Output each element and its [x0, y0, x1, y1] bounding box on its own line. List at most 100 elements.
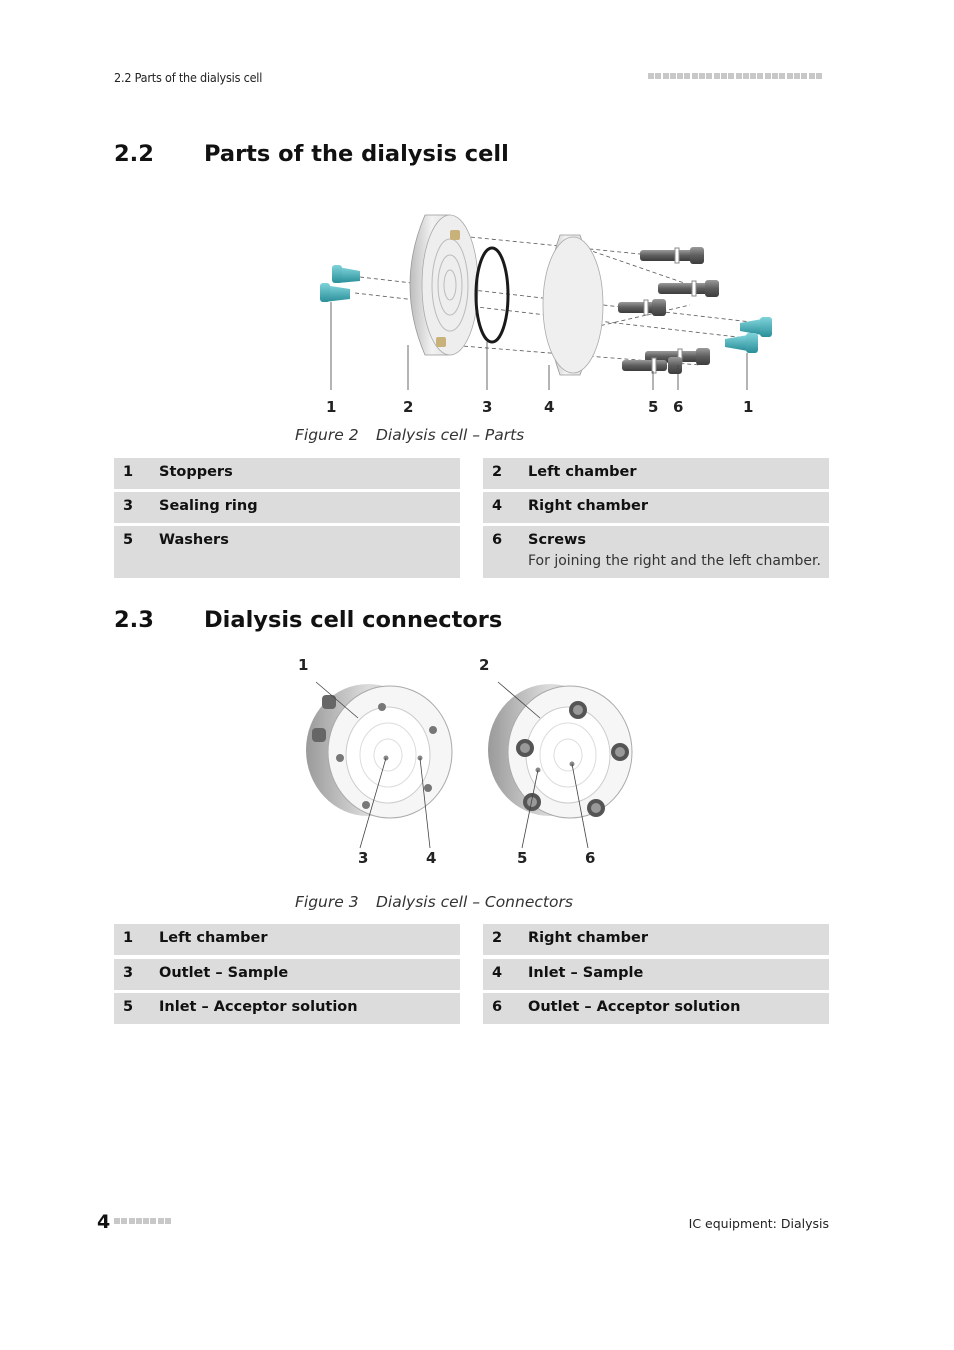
decoration-square: [648, 73, 654, 79]
legend-number: 4: [492, 498, 503, 514]
legend-label: Screws: [528, 532, 587, 548]
legend-number: 3: [123, 498, 134, 514]
decoration-square: [157, 1218, 164, 1224]
legend-row: 3 Sealing ring: [114, 492, 460, 523]
legend-row: 3 Outlet – Sample: [114, 959, 460, 990]
legend-label: Outlet – Sample: [159, 965, 289, 981]
legend-label: Right chamber: [528, 498, 648, 514]
callout-2-right-chamber: 2: [479, 656, 490, 674]
dialysis-cell-parts-illustration: [320, 214, 772, 390]
decoration-square: [114, 1218, 120, 1224]
decoration-square: [793, 73, 800, 79]
legend-label: Sealing ring: [159, 498, 258, 514]
callout-3: 3: [482, 398, 493, 416]
legend-label: Stoppers: [159, 464, 233, 480]
legend-number: 6: [492, 532, 503, 548]
section-number: 2.2: [114, 141, 154, 167]
legend-number: 2: [492, 930, 503, 946]
decoration-square: [750, 73, 757, 79]
running-header-title: 2.2 Parts of the dialysis cell: [114, 70, 263, 85]
section-title: Parts of the dialysis cell: [204, 141, 509, 167]
section-title: Dialysis cell connectors: [204, 607, 503, 633]
decoration-square: [143, 1218, 150, 1224]
decoration-square: [706, 73, 713, 79]
figure-caption-text: Dialysis cell – Connectors: [376, 893, 573, 911]
legend-label: Inlet – Acceptor solution: [159, 999, 358, 1015]
legend-description: For joining the right and the left chamb…: [528, 553, 821, 569]
decoration-square: [772, 73, 779, 79]
sealing-ring-shape: [474, 246, 510, 344]
decoration-square: [735, 73, 742, 79]
decoration-square: [677, 73, 684, 79]
callout-5: 5: [517, 849, 528, 867]
legend-number: 3: [123, 965, 134, 981]
legend-number: 1: [123, 464, 134, 480]
callout-6: 6: [673, 398, 684, 416]
legend-label: Left chamber: [159, 930, 268, 946]
stoppers-shape: [320, 265, 772, 353]
right-chamber-face: [488, 684, 633, 819]
callout-6: 6: [585, 849, 596, 867]
dialysis-cell-connectors-illustration: [306, 681, 633, 849]
legend-number: 2: [492, 464, 503, 480]
left-chamber-shape: [409, 214, 479, 356]
decoration-square: [662, 73, 669, 79]
legend-number: 1: [123, 930, 134, 946]
left-chamber-face: [306, 684, 453, 819]
legend-label: Washers: [159, 532, 229, 548]
decoration-square: [801, 73, 808, 79]
legend-row: 5 Washers: [114, 526, 460, 578]
legend-row: 5 Inlet – Acceptor solution: [114, 993, 460, 1024]
callout-3: 3: [358, 849, 369, 867]
legend-row: 4 Inlet – Sample: [483, 959, 829, 990]
callout-1-stoppers-right: 1: [743, 398, 754, 416]
section-heading-parts: 2.2 Parts of the dialysis cell: [114, 141, 714, 171]
decoration-square: [691, 73, 698, 79]
callout-4: 4: [544, 398, 555, 416]
legend-label: Left chamber: [528, 464, 637, 480]
legend-number: 4: [492, 965, 503, 981]
decoration-square: [742, 73, 749, 79]
section-heading-connectors: 2.3 Dialysis cell connectors: [114, 607, 714, 637]
legend-row: 2 Right chamber: [483, 924, 829, 955]
callout-2: 2: [403, 398, 414, 416]
decoration-square: [135, 1218, 142, 1224]
decoration-square: [815, 73, 822, 79]
decoration-square: [699, 73, 706, 79]
legend-label: Right chamber: [528, 930, 648, 946]
legend-label: Inlet – Sample: [528, 965, 644, 981]
legend-row: 1 Stoppers: [114, 458, 460, 489]
decoration-square: [764, 73, 771, 79]
figure-number: Figure 2: [295, 426, 359, 444]
decoration-square: [728, 73, 735, 79]
figure-caption-text: Dialysis cell – Parts: [376, 426, 525, 444]
callout-5: 5: [648, 398, 659, 416]
decoration-square: [165, 1218, 172, 1224]
decoration-square: [655, 73, 662, 79]
legend-row: 4 Right chamber: [483, 492, 829, 523]
legend-number: 5: [123, 999, 134, 1015]
legend-row: 2 Left chamber: [483, 458, 829, 489]
decoration-square: [786, 73, 793, 79]
page-number: 4: [97, 1211, 111, 1233]
right-chamber-shape: [542, 234, 604, 376]
legend-number: 5: [123, 532, 134, 548]
decoration-square: [128, 1218, 135, 1224]
callout-1-left-chamber: 1: [298, 656, 309, 674]
decoration-square: [150, 1218, 157, 1224]
footer-decoration: [114, 1218, 172, 1224]
decoration-square: [684, 73, 691, 79]
decoration-square: [121, 1218, 128, 1224]
figure-number: Figure 3: [295, 893, 359, 911]
figure-caption-connectors: Figure 3 Dialysis cell – Connectors: [295, 893, 695, 915]
decoration-square: [757, 73, 764, 79]
decoration-square: [713, 73, 720, 79]
callout-1-stoppers-left: 1: [326, 398, 337, 416]
decoration-square: [808, 73, 815, 79]
decoration-square: [720, 73, 727, 79]
section-number: 2.3: [114, 607, 154, 633]
legend-row: 1 Left chamber: [114, 924, 460, 955]
legend-row: 6 Screws For joining the right and the l…: [483, 526, 829, 578]
legend-label: Outlet – Acceptor solution: [528, 999, 741, 1015]
document-title: IC equipment: Dialysis: [688, 1216, 829, 1231]
